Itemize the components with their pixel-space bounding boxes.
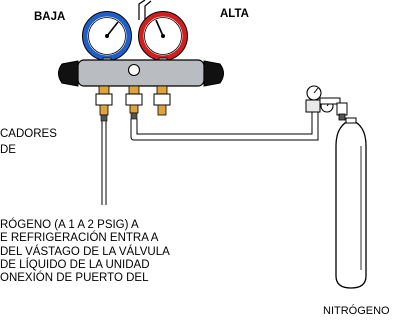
paragraph-line: RÓGENO (A 1 A 2 PSIG) A xyxy=(0,219,139,231)
charge-hose xyxy=(130,112,319,141)
high-pressure-gauge xyxy=(138,11,188,64)
left-fitting xyxy=(95,85,113,122)
top-hose-outer xyxy=(144,0,152,20)
paragraph-line: DEL VÁSTAGO DE LA VÁLVULA xyxy=(0,245,170,258)
low-gauge-label: BAJA xyxy=(34,11,66,23)
paragraph-line: ONEXIÓN DE PUERTO DEL xyxy=(0,272,149,285)
paragraph-line: DE LÍQUIDO DE LA UNIDAD xyxy=(0,258,150,271)
nitrogen-label: NITRÓGENO xyxy=(323,305,390,317)
left-note-line-1: CADORES xyxy=(0,128,57,140)
nitrogen-regulator xyxy=(305,85,348,121)
nitrogen-cylinder xyxy=(335,117,367,289)
low-pressure-gauge xyxy=(82,11,132,64)
high-gauge-label: ALTA xyxy=(220,8,249,20)
instruction-paragraph: RÓGENO (A 1 A 2 PSIG) A E REFRIGERACIÓN … xyxy=(0,219,170,285)
charge-hose-outer xyxy=(136,112,313,135)
paragraph-line: E REFRIGERACIÓN ENTRA A xyxy=(0,232,159,245)
top-hose xyxy=(138,0,146,20)
right-fitting xyxy=(153,85,171,116)
left-note-line-2: DE xyxy=(0,144,16,156)
manifold xyxy=(58,59,224,87)
middle-fitting xyxy=(125,85,143,120)
